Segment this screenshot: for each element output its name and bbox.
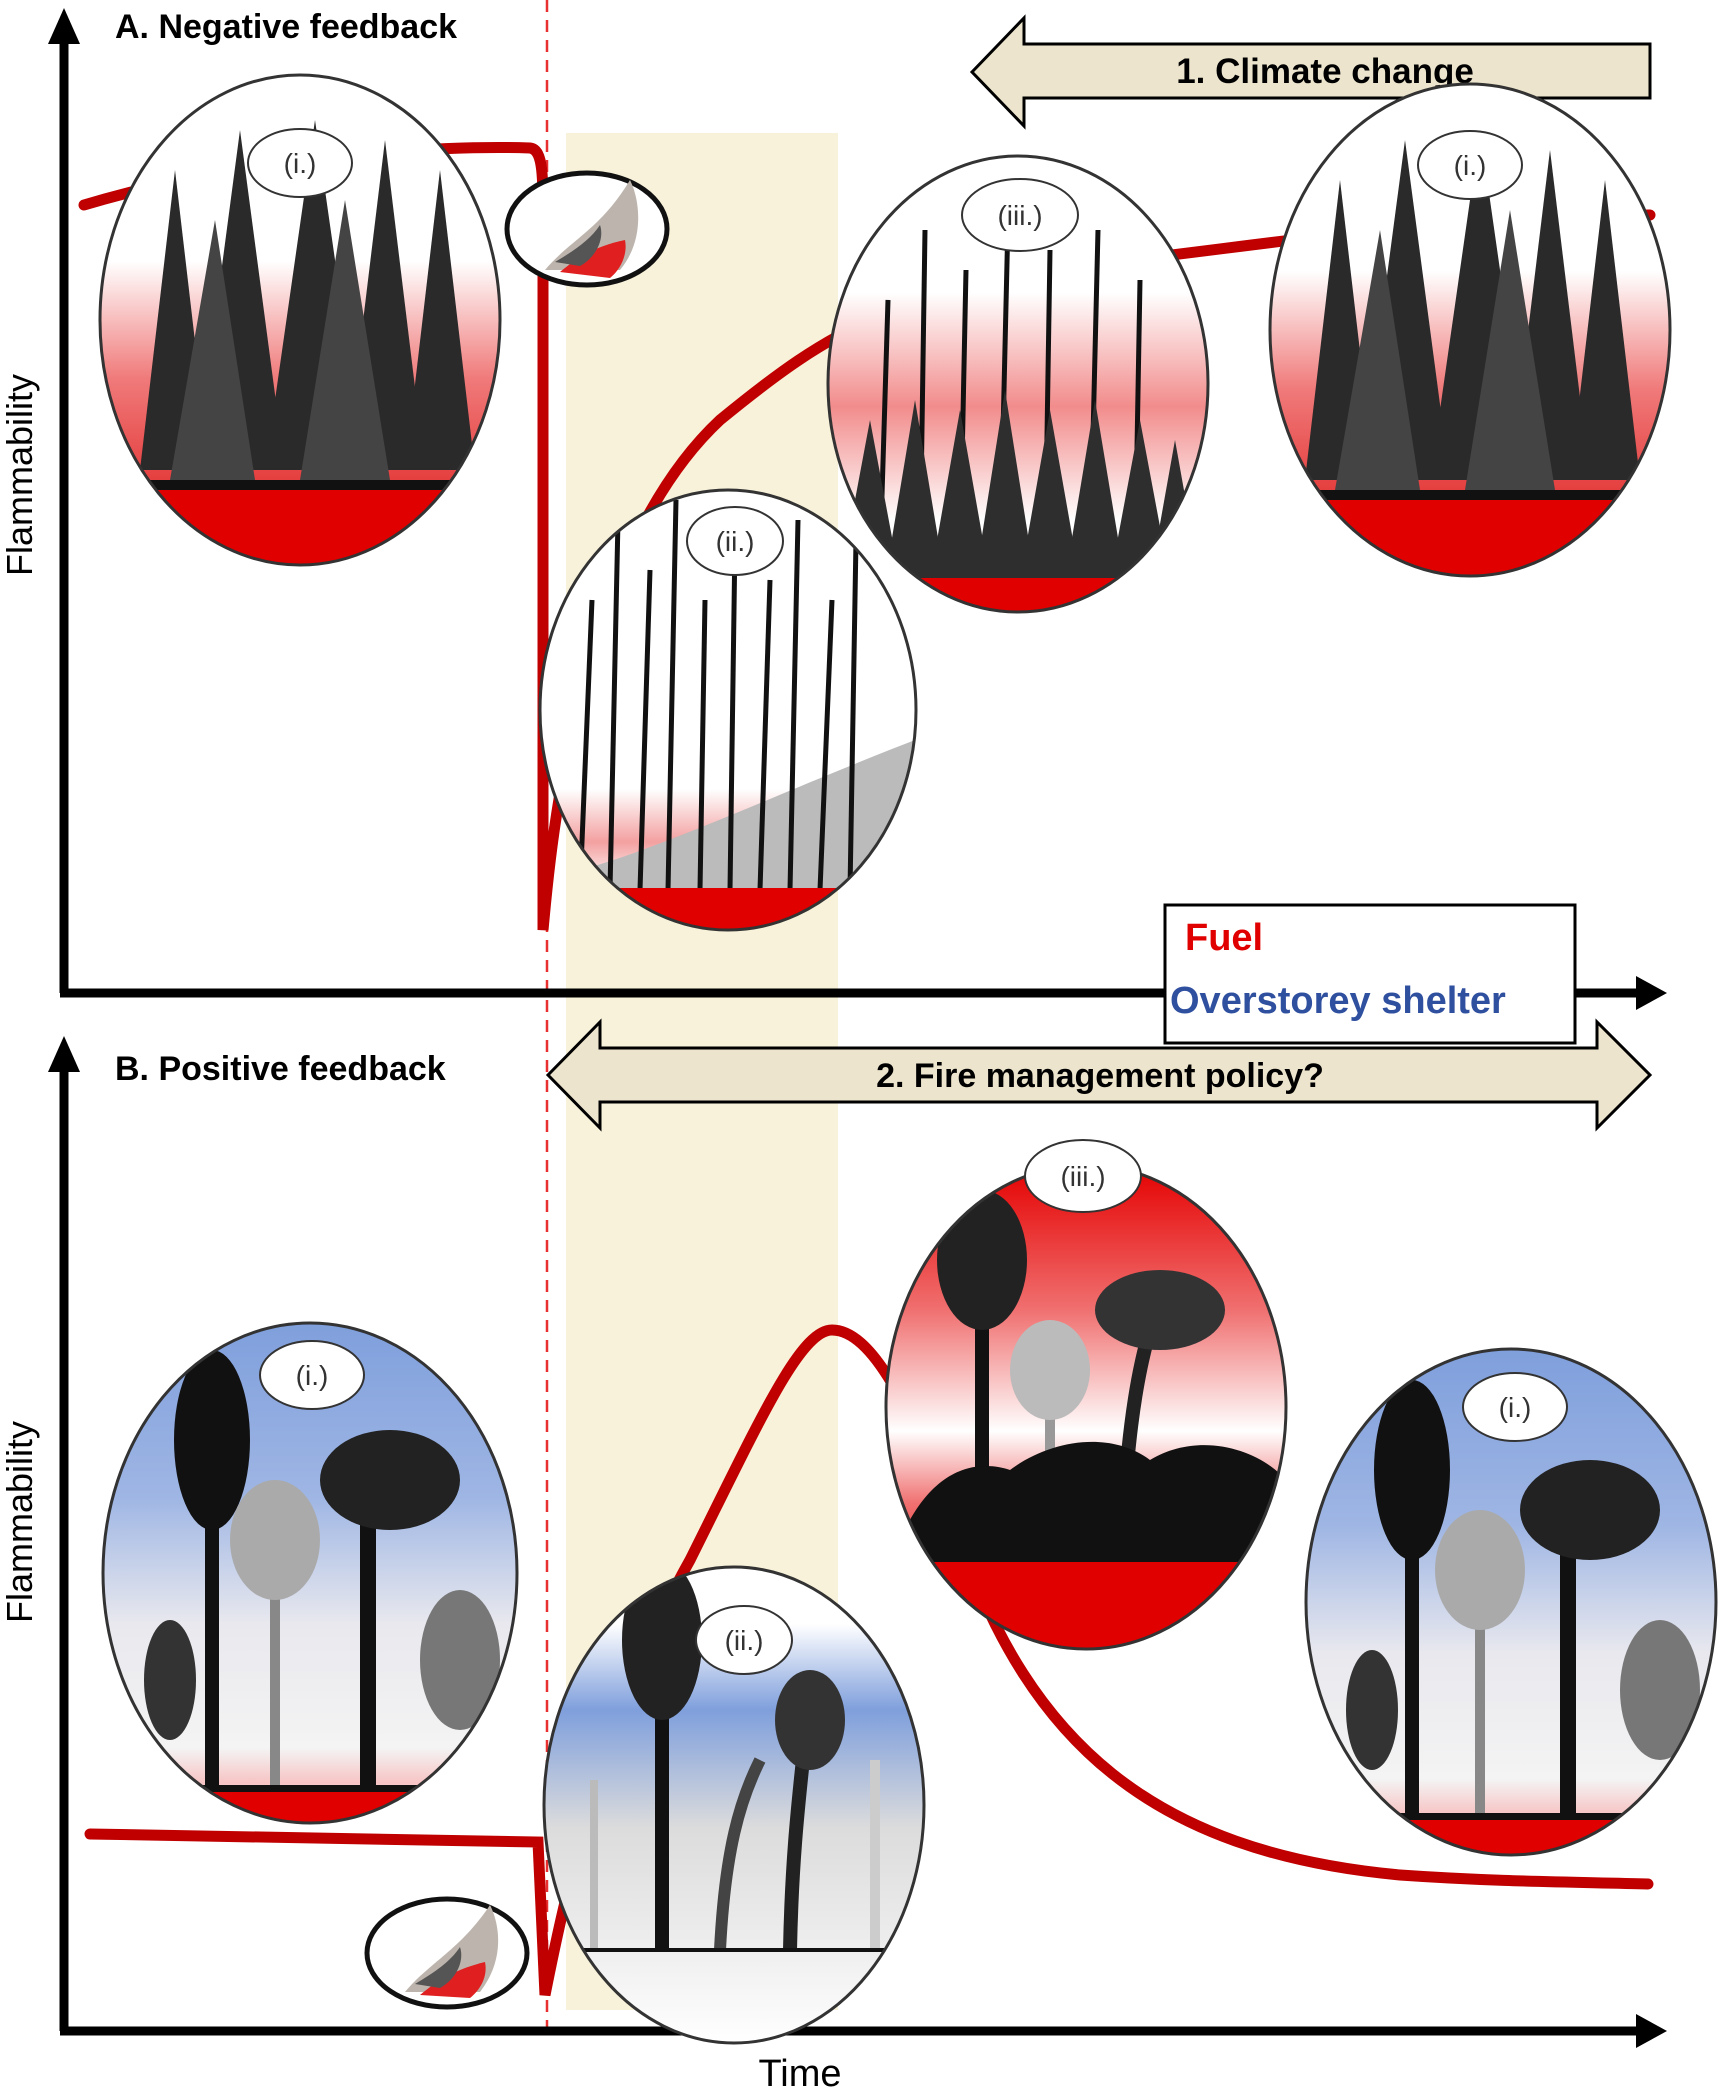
panel-b-axes [48,1036,1667,2048]
legend: Fuel Overstorey shelter [1163,903,1577,1045]
panel-a-title: A. Negative feedback [115,8,457,46]
stage-label: (ii.) [725,1625,764,1656]
panel-a-stage-3: (iii.) [826,154,1210,614]
eucalypt-tree-icon [1346,1380,1700,1820]
panel-b-stage-3: (iii.) [884,1139,1288,1651]
x-axis-label: Time [758,2053,841,2095]
panel-a-stage-1: (i.) [98,73,502,567]
fire-management-label: 2. Fire management policy? [876,1057,1324,1095]
stage-label: (iii.) [1060,1161,1105,1192]
eucalypt-tree-icon [144,1350,500,1790]
stage-label: (i.) [1454,150,1487,181]
panel-a-stage-4: (i.) [1268,82,1672,578]
conifer-tree-icon [1305,130,1640,490]
stage-label: (i.) [296,1360,329,1391]
panel-b-stage-4: (i.) [1304,1347,1718,1857]
dead-snag-icon [577,499,859,891]
legend-fuel: Fuel [1185,917,1263,959]
panel-a-y-label: Flammability [0,374,40,576]
eucalypt-tree-icon [590,1567,880,1951]
stage-label: (ii.) [716,526,755,557]
fire-smoke-icon [364,1896,530,2010]
stage-label: (iii.) [997,200,1042,231]
fire-management-arrow: 2. Fire management policy? [545,1018,1653,1132]
panel-a-stage-2: (ii.) [538,488,918,932]
stage-label: (i.) [284,148,317,179]
conifer-tree-icon [140,120,475,480]
panel-b-stage-1: (i.) [101,1321,519,1825]
climate-change-arrow: 1. Climate change [969,14,1652,130]
climate-change-label: 1. Climate change [1176,52,1474,91]
panel-b-stage-2: (ii.) [542,1565,926,2045]
fire-smoke-icon [504,170,670,288]
panel-b-y-label: Flammability [0,1421,40,1623]
stage-label: (i.) [1499,1392,1532,1423]
legend-overstorey: Overstorey shelter [1170,980,1506,1022]
panel-b-title: B. Positive feedback [115,1050,446,1088]
